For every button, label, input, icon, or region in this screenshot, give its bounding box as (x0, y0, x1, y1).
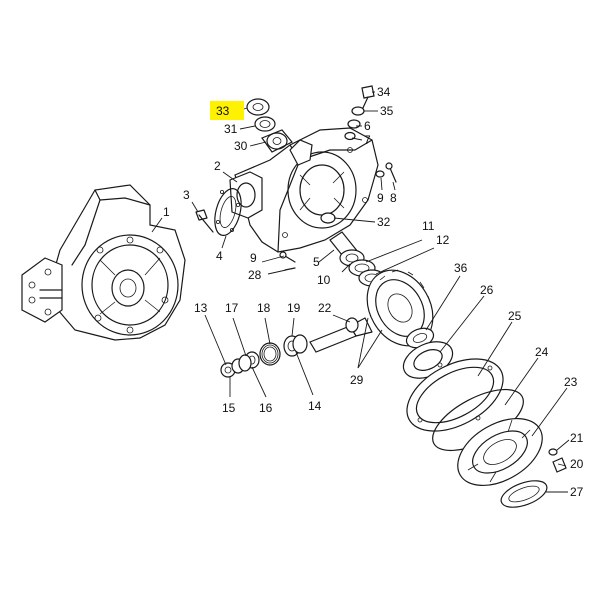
label-13[interactable]: 13 (194, 301, 208, 315)
label-17[interactable]: 17 (225, 301, 239, 315)
label-5[interactable]: 5 (313, 255, 320, 269)
label-19[interactable]: 19 (287, 301, 301, 315)
part-21-washer[interactable] (548, 448, 558, 456)
part-30-bearing[interactable] (261, 129, 293, 153)
part-9-screw-lower[interactable] (279, 251, 296, 263)
label-36[interactable]: 36 (454, 261, 468, 275)
part-33-seal-ring[interactable] (246, 98, 270, 116)
part-20-bolt[interactable] (552, 457, 567, 473)
part-14-bearing[interactable] (292, 334, 308, 354)
label-2[interactable]: 2 (214, 159, 221, 173)
part-2-gear-housing[interactable] (229, 127, 379, 253)
label-9-lower[interactable]: 9 (250, 251, 257, 265)
part-31-bushing[interactable] (254, 116, 276, 132)
label-23[interactable]: 23 (564, 375, 578, 389)
label-29[interactable]: 29 (350, 373, 364, 387)
label-28[interactable]: 28 (248, 268, 262, 282)
label-4[interactable]: 4 (216, 249, 223, 263)
label-25[interactable]: 25 (508, 309, 522, 323)
label-15[interactable]: 15 (222, 401, 236, 415)
part-labels: 1 2 3 4 5 6 7 8 9 10 11 12 13 14 15 16 1… (163, 85, 584, 499)
part-8-screw[interactable] (385, 162, 397, 183)
label-35[interactable]: 35 (380, 104, 394, 118)
label-32[interactable]: 32 (377, 215, 391, 229)
label-21[interactable]: 21 (570, 431, 584, 445)
part-3-bolt[interactable] (195, 209, 214, 233)
label-1[interactable]: 1 (163, 205, 170, 219)
part-35-washer[interactable] (351, 106, 365, 116)
label-14[interactable]: 14 (308, 399, 322, 413)
part-6-nut[interactable] (347, 119, 361, 129)
label-12[interactable]: 12 (436, 233, 450, 247)
part-23-cover[interactable] (446, 405, 554, 499)
label-9-right[interactable]: 9 (377, 191, 384, 205)
part-9-washer-right[interactable] (375, 170, 385, 178)
part-22-spacer[interactable] (345, 317, 359, 333)
label-20[interactable]: 20 (570, 457, 584, 471)
label-24[interactable]: 24 (535, 345, 549, 359)
part-pinion-shaft[interactable] (309, 317, 373, 353)
label-33[interactable]: 33 (216, 104, 230, 118)
label-7[interactable]: 7 (364, 133, 371, 147)
label-18[interactable]: 18 (257, 301, 271, 315)
label-27[interactable]: 27 (570, 485, 584, 499)
part-25-gasket[interactable] (395, 344, 515, 446)
label-31[interactable]: 31 (224, 122, 238, 136)
part-27-ring[interactable] (498, 475, 551, 512)
highlight-box (210, 101, 244, 120)
leader-lines (151, 91, 570, 493)
label-16[interactable]: 16 (259, 401, 273, 415)
label-10[interactable]: 10 (317, 273, 331, 287)
part-4-gasket[interactable] (210, 186, 246, 239)
part-32-plug[interactable] (320, 212, 336, 224)
part-34-cap-screw[interactable] (361, 85, 375, 111)
part-28-bolt[interactable] (284, 267, 296, 271)
label-11[interactable]: 11 (422, 219, 435, 233)
label-22[interactable]: 22 (318, 301, 332, 315)
label-8[interactable]: 8 (390, 191, 397, 205)
label-6[interactable]: 6 (364, 119, 371, 133)
label-3[interactable]: 3 (183, 188, 190, 202)
label-26[interactable]: 26 (480, 283, 494, 297)
label-30[interactable]: 30 (234, 139, 248, 153)
part-1-axle-housing[interactable] (21, 184, 186, 341)
part-18-bearing[interactable] (259, 342, 281, 366)
part-17-spacer[interactable] (238, 354, 252, 372)
label-34[interactable]: 34 (377, 85, 391, 99)
